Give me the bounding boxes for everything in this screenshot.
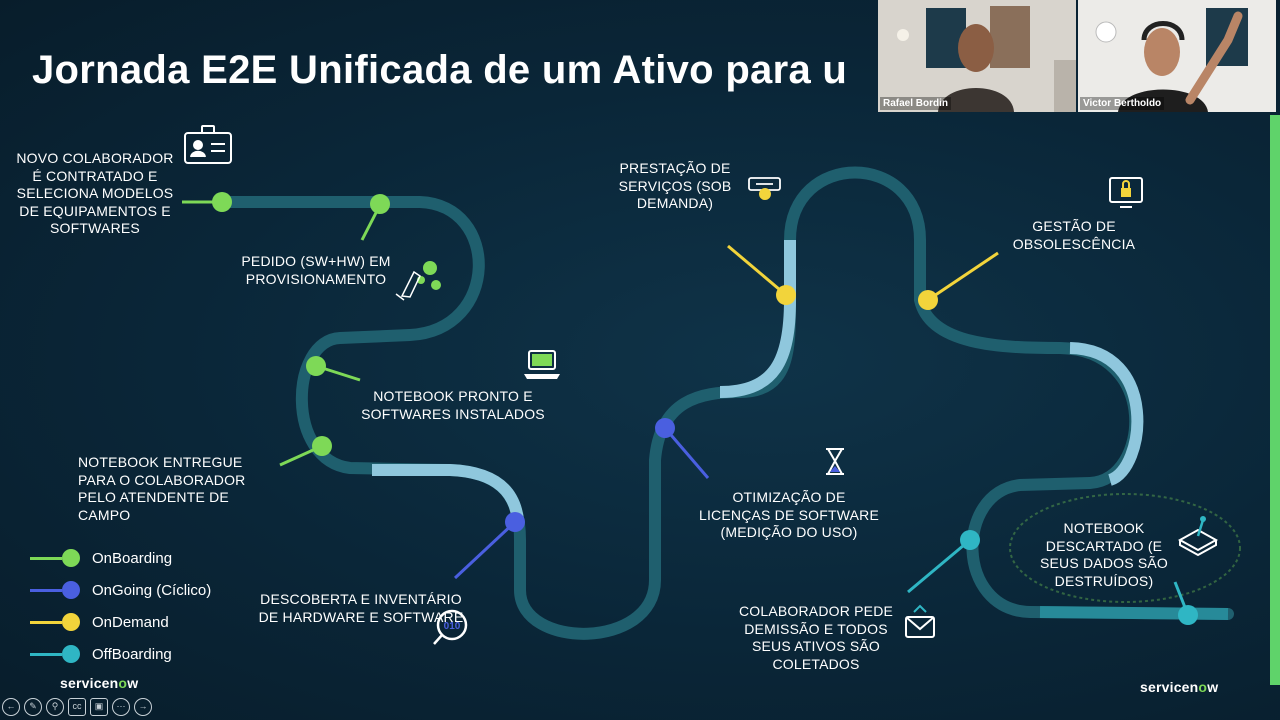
legend-line [30,652,62,656]
legend-line [30,620,62,624]
logo-prefix: servicen [60,675,119,691]
video-tile-rafael[interactable]: Rafael Bordin [878,0,1076,112]
marker-line-gestao [927,251,999,302]
video-tile-victor[interactable]: Victor Bertholdo [1078,0,1276,112]
logo-o: o [118,675,128,691]
laptop-icon [524,350,560,379]
marker-notebook-pronto [306,356,326,376]
step-gestao: GESTÃO DE OBSOLESCÊNCIA [1012,218,1136,252]
presentation-toolbar: ← ✎ ⚲ cc ▣ ⋯ → [2,698,152,716]
legend-label: OnDemand [92,613,169,631]
mail-icon [905,604,935,638]
legend: OnBoarding OnGoing (Cíclico) OnDemand Of… [30,542,211,670]
back-icon[interactable]: ← [2,698,20,716]
marker-prestacao [776,285,796,305]
step-notebook-descartado: NOTEBOOK DESCARTADO (E SEUS DADOS SÃO DE… [1039,520,1169,589]
hourglass-icon [826,448,844,475]
logo-suffix: w [127,675,139,691]
slide-title: Jornada E2E Unificada de um Ativo para u [32,48,848,92]
webcam-feed-rafael [878,0,1076,112]
marker-line-descoberta [453,520,517,580]
road-highlight-3 [1069,342,1144,486]
legend-label: OffBoarding [92,645,172,663]
step-notebook-entregue: NOTEBOOK ENTREGUE PARA O COLABORADOR PEL… [78,454,246,523]
legend-item-onboarding: OnBoarding [30,542,211,574]
search-code-icon [433,609,468,645]
legend-dot [62,581,80,599]
step-notebook-pronto: NOTEBOOK PRONTO E SOFTWARES INSTALADOS [361,388,545,422]
descartado-halo [1009,493,1241,603]
logo-o: o [1198,679,1208,695]
step-otimizacao: OTIMIZAÇÃO DE LICENÇAS DE SOFTWARE (MEDI… [698,489,880,540]
step-novo-colaborador: NOVO COLABORADOR É CONTRATADO E SELECION… [16,150,174,236]
step-colaborador-pede: COLABORADOR PEDE DEMISSÃO E TODOS SEUS A… [738,603,894,672]
pen-icon[interactable]: ✎ [24,698,42,716]
legend-item-offboarding: OffBoarding [30,638,211,670]
legend-line [30,556,62,560]
marker-colaborador-pede [960,530,980,550]
step-pedido: PEDIDO (SW+HW) EM PROVISIONAMENTO [241,253,391,287]
marker-novo [212,192,232,212]
legend-dot [62,645,80,663]
step-descoberta: DESCOBERTA E INVENTÁRIO DE HARDWARE E SO… [258,591,464,625]
marker-line-prestacao [727,244,787,297]
road-highlight-1 [372,464,524,521]
participant-name: Rafael Bordin [880,97,952,110]
road-highlight-4 [1039,606,1229,620]
id-card-icon [184,125,232,164]
servicenow-logo-right: servicenow [1140,679,1218,695]
hand-touch-icon [395,261,441,301]
legend-label: OnGoing (Cíclico) [92,581,212,599]
search-code-text: 010 [444,621,461,632]
legend-dot [62,613,80,631]
legend-item-ondemand: OnDemand [30,606,211,638]
road-highlight-2 [719,240,796,398]
legend-label: OnBoarding [92,549,173,567]
more-icon[interactable]: ⋯ [112,698,130,716]
monitor-lock-icon [1109,177,1143,208]
disposal-box-icon [1177,516,1219,557]
camera-icon[interactable]: ▣ [90,698,108,716]
marker-pedido [370,194,390,214]
webcam-feed-victor [1078,0,1276,112]
legend-item-ongoing: OnGoing (Cíclico) [30,574,211,606]
marker-line-otimizacao [663,427,710,479]
marker-line-colaborador-pede [907,538,971,594]
logo-prefix: servicen [1140,679,1199,695]
logo-suffix: w [1207,679,1219,695]
slide-edge-bar [1270,115,1280,685]
servicenow-logo-left: servicenow [60,675,138,691]
marker-descoberta [505,512,525,532]
captions-icon[interactable]: cc [68,698,86,716]
forward-icon[interactable]: → [134,698,152,716]
service-box-icon [748,177,781,200]
marker-gestao [918,290,938,310]
participant-name: Victor Bertholdo [1080,97,1165,110]
marker-descartado [1178,605,1198,625]
step-prestacao: PRESTAÇÃO DE SERVIÇOS (SOB DEMANDA) [618,160,732,211]
legend-line [30,588,62,592]
marker-notebook-entregue [312,436,332,456]
marker-otimizacao [655,418,675,438]
zoom-icon[interactable]: ⚲ [46,698,64,716]
legend-dot [62,549,80,567]
